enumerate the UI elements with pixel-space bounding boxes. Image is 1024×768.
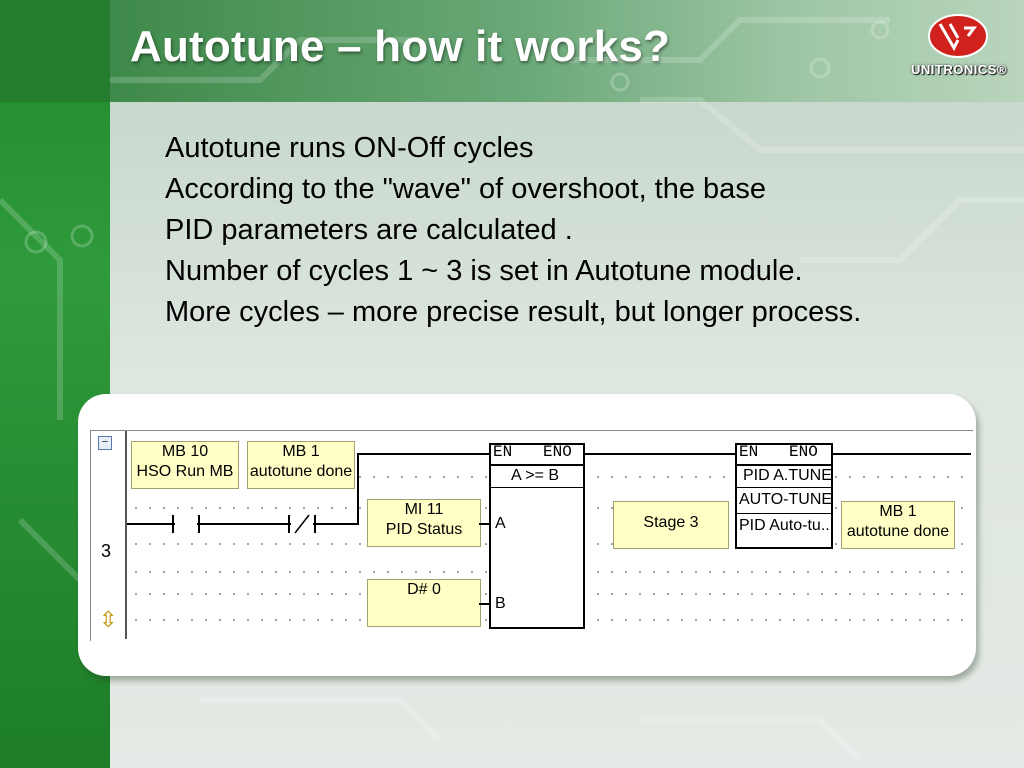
coil-address: MB 1 <box>879 503 917 520</box>
collapse-rung-button[interactable]: − <box>98 436 112 450</box>
bullet-line: PID parameters are calculated . <box>165 214 573 246</box>
rung-wire <box>583 453 735 455</box>
bullet-line: More cycles – more precise result, but l… <box>165 296 862 328</box>
block-divider <box>489 487 583 488</box>
pid-block-title: PID A.TUNE <box>743 467 832 484</box>
pid-autotune-block[interactable] <box>735 443 833 549</box>
pid-block-operand: PID Auto-tu... <box>739 517 835 534</box>
rung-wire <box>357 453 359 525</box>
pid-block-function: AUTO-TUNE <box>739 491 833 508</box>
bullet-line: According to the "wave" of overshoot, th… <box>165 173 766 205</box>
operand-address: MI 11 <box>404 501 444 518</box>
contact-name: HSO Run MB <box>136 463 234 480</box>
bullet-line: Autotune runs ON-Off cycles <box>165 132 534 164</box>
rung-wire <box>357 453 489 455</box>
contact-name: autotune done <box>249 463 353 480</box>
bullet-text-block: Autotune runs ON-Off cycles According to… <box>165 128 1005 333</box>
block-divider <box>735 464 831 466</box>
unitronics-logo-mark <box>928 14 988 58</box>
rung-wire <box>127 523 357 525</box>
bullet-line: Number of cycles 1 ~ 3 is set in Autotun… <box>165 255 803 287</box>
pin-wire <box>479 603 489 605</box>
compare-function-name: A >= B <box>511 467 560 484</box>
pin-wire <box>479 523 489 525</box>
logo-wordmark: UNITRONICS® <box>911 62 1007 77</box>
circuit-board-header-band <box>110 0 1024 102</box>
no-contact-symbol[interactable] <box>161 513 211 535</box>
scroll-arrows-icon[interactable]: ⇳ <box>99 607 118 632</box>
nc-contact-symbol[interactable] <box>277 513 327 535</box>
unitronics-logo: UNITRONICS® <box>900 12 1018 82</box>
stage-label[interactable]: Stage 3 <box>613 501 729 549</box>
green-corner <box>0 0 110 102</box>
block-eno-label: ENO <box>543 443 572 461</box>
block-en-label: EN <box>739 443 759 461</box>
block-divider <box>735 487 831 488</box>
block-en-label: EN <box>493 443 513 461</box>
contact-mb10-label[interactable]: MB 10 HSO Run MB <box>131 441 239 489</box>
coil-name: autotune done <box>846 523 950 540</box>
operand-b-box[interactable]: D# 0 <box>367 579 481 627</box>
block-eno-label: ENO <box>789 443 818 461</box>
coil-mb1-label[interactable]: MB 1 autotune done <box>841 501 955 549</box>
block-divider <box>489 464 583 466</box>
contact-address: MB 1 <box>282 443 320 460</box>
compare-function-block[interactable] <box>489 443 585 629</box>
operand-name: PID Status <box>385 521 463 538</box>
ladder-diagram: − 3 ⇳ MB 10 HSO Run MB MB 1 autotune don… <box>90 430 973 641</box>
contact-mb1-label[interactable]: MB 1 autotune done <box>247 441 355 489</box>
rung-wire <box>831 453 971 455</box>
operand-a-box[interactable]: MI 11 PID Status <box>367 499 481 547</box>
contact-address: MB 10 <box>161 443 209 460</box>
left-power-rail <box>125 431 127 639</box>
pin-a-label: A <box>495 515 506 532</box>
slide-title: Autotune – how it works? <box>130 22 671 71</box>
pin-b-label: B <box>495 595 506 612</box>
rung-number: 3 <box>101 541 112 561</box>
block-divider <box>735 513 831 514</box>
operand-value: D# 0 <box>407 581 441 598</box>
